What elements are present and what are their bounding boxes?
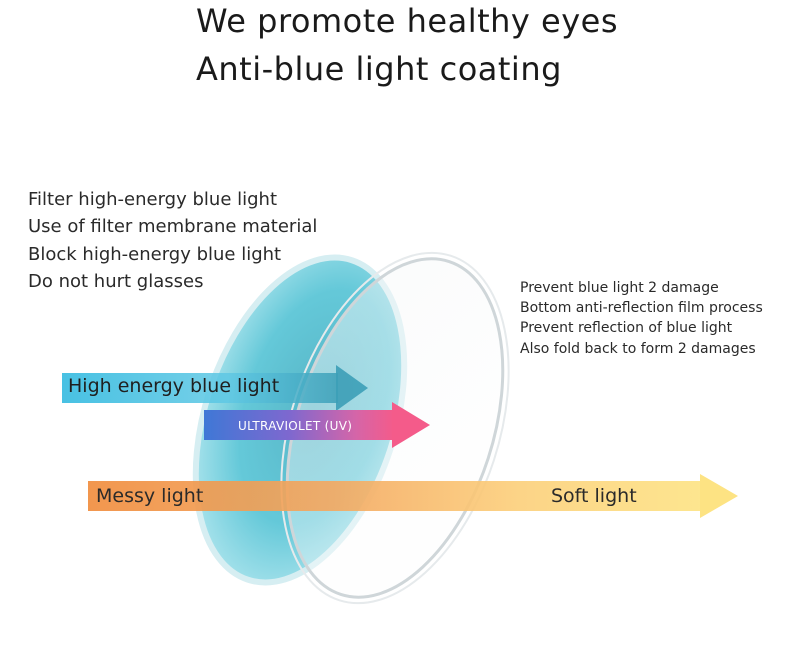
right-feature-4: Also fold back to form 2 damages <box>520 341 756 357</box>
right-feature-1: Prevent blue light 2 damage <box>520 280 719 296</box>
left-feature-3: Block high-energy blue light <box>28 244 282 265</box>
left-feature-1: Filter high-energy blue light <box>28 189 278 210</box>
left-feature-4: Do not hurt glasses <box>28 271 204 292</box>
uv-label: ULTRAVIOLET (UV) <box>238 419 353 433</box>
uv-arrow <box>204 402 430 448</box>
right-feature-3: Prevent reflection of blue light <box>520 320 733 336</box>
left-feature-2: Use of filter membrane material <box>28 216 318 237</box>
light-arrow <box>88 474 738 518</box>
soft-light-label: Soft light <box>551 485 637 507</box>
title-line-2: Anti-blue light coating <box>196 50 562 88</box>
high-energy-arrow <box>62 365 368 411</box>
title-line-1: We promote healthy eyes <box>196 2 619 40</box>
messy-light-label: Messy light <box>96 485 204 507</box>
right-feature-2: Bottom anti-reflection film process <box>520 300 763 316</box>
high-energy-label: High energy blue light <box>68 375 280 397</box>
